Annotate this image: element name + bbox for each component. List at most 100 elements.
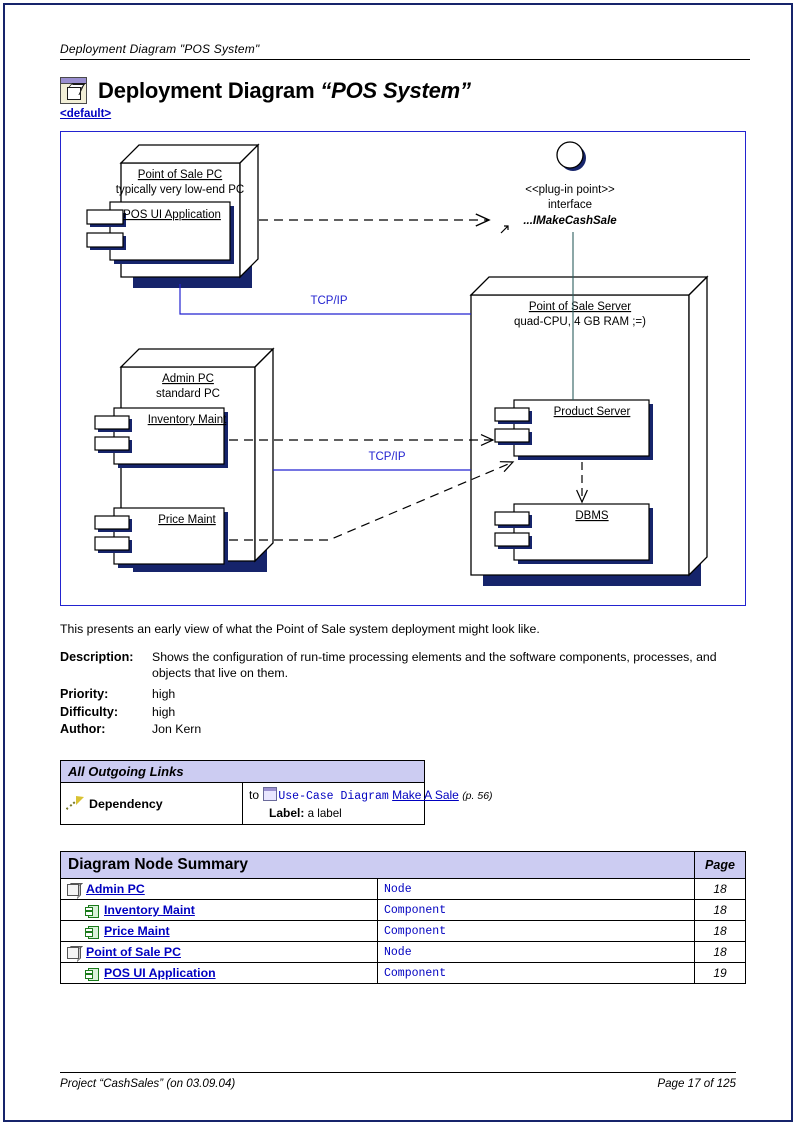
node-point-of-sale-server[interactable]: Point of Sale Server quad-CPU, 4 GB RAM … (469, 275, 709, 586)
footer-left: Project “CashSales” (on 03.09.04) (60, 1077, 236, 1090)
diagram-svg: Point of Sale PC typically very low-end … (86, 141, 709, 586)
summary-name-link[interactable]: POS UI Application (104, 966, 216, 981)
metadata-list: Description: Shows the configuration of … (60, 650, 750, 738)
deployment-diagram-canvas[interactable]: Point of Sale PC typically very low-end … (60, 131, 746, 606)
node-subtitle-label: standard PC (156, 388, 220, 400)
meta-value: Shows the configuration of run-time proc… (152, 650, 717, 681)
node-subtitle-label: quad-CPU, 4 GB RAM ;=) (514, 316, 646, 328)
page-title-quoted: “POS System” (320, 77, 471, 103)
table-row[interactable]: Admin PC Node 18 (60, 878, 746, 901)
link-target-name[interactable]: Make A Sale (392, 788, 459, 803)
interface-kind-label: interface (548, 199, 592, 211)
component-name-label: Price Maint (158, 514, 216, 526)
meta-row-priority: Priority: high (60, 687, 750, 703)
table-row[interactable]: POS UI Application Component 19 (60, 962, 746, 985)
node-subtitle-label: typically very low-end PC (116, 184, 244, 196)
summary-name-link[interactable]: Point of Sale PC (86, 945, 181, 960)
table-row[interactable]: Point of Sale PC Node 18 (60, 941, 746, 964)
use-case-diagram-icon (263, 787, 278, 802)
summary-name-cell: Point of Sale PC (60, 941, 378, 964)
node-admin-pc[interactable]: Admin PC standard PC Inventory Maint (94, 347, 275, 572)
summary-type-cell: Component (377, 899, 695, 922)
component-price-maint[interactable]: Price Maint (94, 507, 228, 568)
link-kind-label: Dependency (89, 796, 163, 811)
node-icon (67, 945, 83, 962)
outgoing-links-header: All Outgoing Links (60, 760, 425, 784)
summary-page-cell: 18 (694, 920, 746, 943)
component-icon (85, 967, 99, 981)
component-name-label: Product Server (554, 406, 631, 418)
interface-imakecashsale[interactable]: <<plug-in point>> interface ...IMakeCash… (523, 141, 617, 227)
table-row[interactable]: Price Maint Component 18 (60, 920, 746, 943)
meta-row-author: Author: Jon Kern (60, 722, 750, 738)
meta-value: high (152, 686, 176, 701)
summary-name-cell: Price Maint (60, 920, 378, 943)
summary-page-cell: 18 (694, 899, 746, 922)
meta-value: Jon Kern (152, 722, 202, 737)
association-tcpip-2[interactable]: TCP/IP (273, 448, 471, 471)
summary-page-cell: 19 (694, 962, 746, 985)
summary-type-cell: Component (377, 920, 695, 943)
summary-header: Diagram Node Summary (60, 851, 695, 880)
page-footer: Project “CashSales” (on 03.09.04) Page 1… (60, 1072, 736, 1090)
deployment-diagram-icon (60, 77, 87, 104)
footer-right: Page 17 of 125 (657, 1077, 736, 1090)
component-name-label: Inventory Maint (148, 414, 227, 426)
summary-page-header: Page (694, 851, 746, 880)
summary-name-cell: POS UI Application (60, 962, 378, 985)
component-name-label: POS UI Application (123, 209, 221, 221)
running-header: Deployment Diagram "POS System" (60, 42, 750, 60)
link-target-cell: to Use-Case Diagram Make A Sale (p. 56) … (242, 782, 493, 826)
meta-key: Difficulty: (60, 704, 119, 719)
link-label-value: a label (307, 807, 342, 821)
component-inventory-maint[interactable]: Inventory Maint (94, 407, 228, 468)
narrative-text: This presents an early view of what the … (60, 622, 540, 636)
table-row[interactable]: Inventory Maint Component 18 (60, 899, 746, 922)
diagram-node-summary-table: Diagram Node Summary Page Admin PC Node … (60, 851, 746, 985)
meta-value: high (152, 704, 176, 719)
summary-name-cell: Inventory Maint (60, 899, 378, 922)
summary-page-cell: 18 (694, 941, 746, 964)
interface-stereotype-label: <<plug-in point>> (525, 184, 615, 196)
association-tcpip-1[interactable]: TCP/IP (179, 284, 471, 315)
link-to-prefix: to (249, 788, 260, 803)
component-product-server[interactable]: Product Server (494, 399, 653, 460)
node-name-label: Admin PC (162, 373, 214, 385)
link-kind-cell: Dependency (58, 782, 243, 826)
meta-row-difficulty: Difficulty: high (60, 705, 750, 721)
association-label: TCP/IP (368, 451, 405, 463)
node-icon (67, 882, 83, 899)
meta-key: Author: (60, 722, 106, 737)
title-row: Deployment Diagram “POS System” (60, 77, 750, 104)
node-name-label: Point of Sale PC (138, 169, 222, 181)
table-row: Dependency to Use-Case Diagram Make A Sa… (58, 782, 493, 826)
dependency-price-to-product-server (229, 461, 515, 541)
component-pos-ui-application[interactable]: POS UI Application (86, 201, 234, 264)
page-title: Deployment Diagram “POS System” (98, 78, 471, 104)
summary-name-cell: Admin PC (60, 878, 378, 901)
dependency-anchor-arrow (500, 225, 509, 234)
summary-name-link[interactable]: Inventory Maint (104, 903, 195, 918)
node-name-label: Point of Sale Server (529, 301, 631, 313)
dependency-icon (58, 793, 84, 811)
summary-name-link[interactable]: Price Maint (104, 924, 170, 939)
meta-row-description: Description: Shows the configuration of … (60, 650, 750, 681)
summary-type-cell: Node (377, 878, 695, 901)
component-dbms[interactable]: DBMS (494, 503, 653, 564)
component-name-label: DBMS (575, 510, 609, 522)
summary-name-link[interactable]: Admin PC (86, 882, 145, 897)
component-icon (85, 904, 99, 918)
document-page: Deployment Diagram "POS System" Deployme… (3, 3, 793, 1122)
link-label-key: Label: (269, 806, 305, 821)
page-title-main: Deployment Diagram (98, 77, 321, 103)
association-label: TCP/IP (310, 295, 347, 307)
link-target-page: (p. 56) (462, 790, 493, 803)
outgoing-links-table: All Outgoing Links Dependency (58, 760, 493, 826)
meta-key: Priority: (60, 686, 109, 701)
interface-name-label: ...IMakeCashSale (523, 215, 617, 227)
meta-key: Description: (60, 650, 134, 665)
node-point-of-sale-pc[interactable]: Point of Sale PC typically very low-end … (86, 143, 260, 288)
summary-type-cell: Component (377, 962, 695, 985)
summary-page-cell: 18 (694, 878, 746, 901)
default-link[interactable]: <default> (60, 108, 112, 120)
